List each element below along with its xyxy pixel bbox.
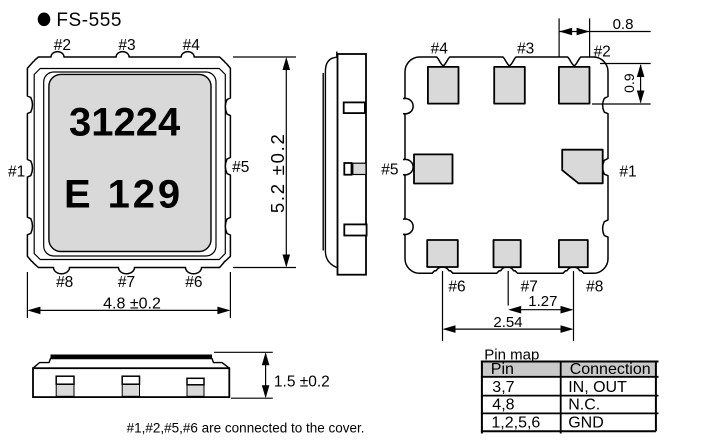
svg-text:#8: #8 — [586, 279, 603, 296]
svg-text:Pin map: Pin map — [484, 347, 539, 364]
svg-text:#3: #3 — [517, 41, 534, 58]
svg-text:#3: #3 — [118, 37, 135, 54]
svg-text:0.9: 0.9 — [621, 73, 637, 93]
svg-text:#2: #2 — [594, 44, 611, 61]
svg-text:1.5 ±0.2: 1.5 ±0.2 — [274, 374, 330, 391]
svg-text:GND: GND — [568, 414, 604, 431]
svg-text:N.C.: N.C. — [568, 397, 600, 414]
svg-text:#5: #5 — [381, 162, 398, 179]
svg-text:#4: #4 — [431, 41, 449, 58]
svg-text:1.27: 1.27 — [528, 293, 557, 310]
svg-text:#1: #1 — [619, 164, 636, 181]
svg-text:Pin: Pin — [491, 361, 514, 378]
svg-text:FS-555: FS-555 — [56, 10, 122, 31]
svg-text:#1: #1 — [8, 163, 25, 180]
svg-text:1,2,5,6: 1,2,5,6 — [491, 414, 540, 431]
svg-text:IN, OUT: IN, OUT — [568, 379, 627, 396]
svg-text:3,7: 3,7 — [492, 379, 514, 396]
svg-text:0.8: 0.8 — [613, 16, 634, 33]
svg-text:#6: #6 — [185, 274, 202, 291]
svg-text:2.54: 2.54 — [493, 314, 522, 331]
svg-text:E 129: E 129 — [64, 173, 183, 217]
svg-text:31224: 31224 — [69, 101, 181, 145]
svg-text:#8: #8 — [56, 274, 73, 291]
svg-text:#1,#2,#5,#6 are connected to t: #1,#2,#5,#6 are connected to the cover. — [127, 421, 365, 436]
svg-text:#7: #7 — [521, 279, 538, 296]
svg-text:Connection: Connection — [570, 361, 651, 378]
svg-text:4.8 ±0.2: 4.8 ±0.2 — [103, 296, 161, 313]
svg-text:#7: #7 — [118, 274, 135, 291]
svg-text:#2: #2 — [54, 37, 71, 54]
svg-text:5.2 ±0.2: 5.2 ±0.2 — [267, 132, 288, 213]
svg-text:#6: #6 — [448, 279, 465, 296]
svg-text:#5: #5 — [232, 159, 249, 176]
svg-text:#4: #4 — [183, 37, 201, 54]
svg-text:4,8: 4,8 — [492, 397, 514, 414]
